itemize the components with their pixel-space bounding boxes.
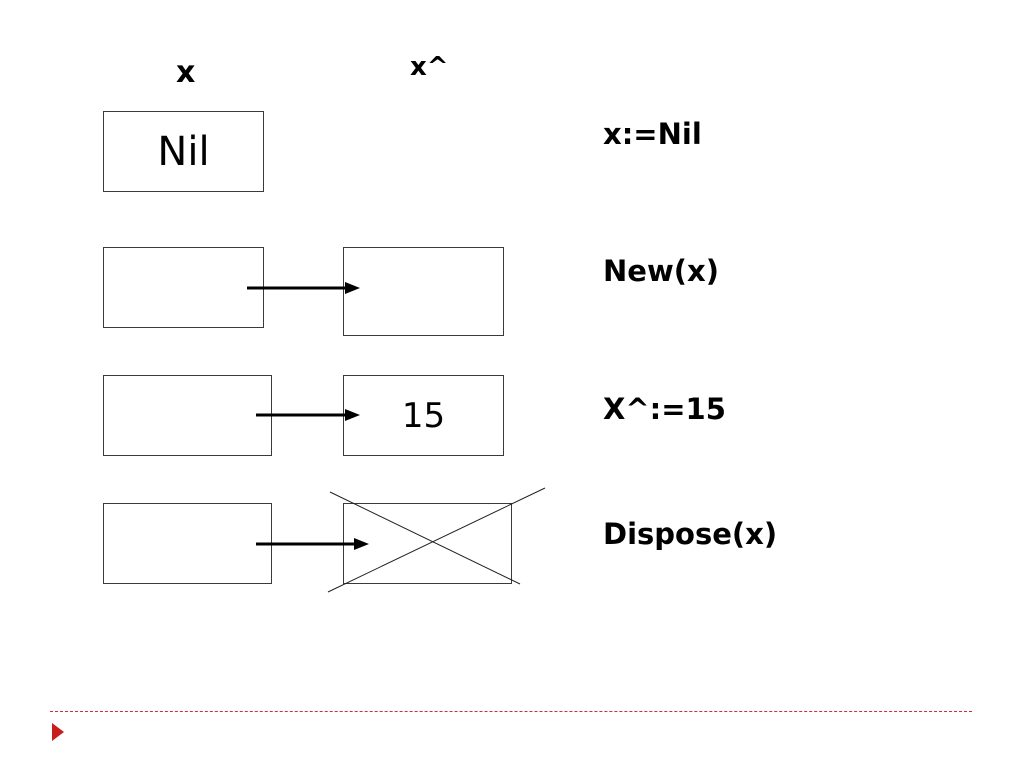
footer-divider bbox=[50, 711, 972, 712]
pointer-column-header: x bbox=[176, 55, 196, 90]
pointer-value-nil: Nil bbox=[157, 128, 210, 175]
target-column-header: x^ bbox=[410, 52, 449, 82]
target-box-disposed bbox=[343, 503, 512, 584]
arrow-dispose bbox=[256, 538, 369, 550]
arrow-assign bbox=[256, 409, 360, 421]
pointer-box-nil: Nil bbox=[103, 111, 264, 192]
statement-dispose: Dispose(x) bbox=[603, 517, 778, 551]
statement-assign-15: X^:=15 bbox=[603, 392, 726, 426]
target-box-new bbox=[343, 247, 504, 336]
target-value-15: 15 bbox=[401, 395, 446, 436]
disposed-cross-out bbox=[327, 487, 546, 593]
triangle-bullet-icon bbox=[52, 723, 64, 741]
statement-assign-nil: x:=Nil bbox=[603, 117, 702, 151]
pointer-box-assign bbox=[103, 375, 272, 456]
target-box-assign: 15 bbox=[343, 375, 504, 456]
statement-new: New(x) bbox=[603, 254, 719, 288]
arrow-new bbox=[247, 282, 360, 294]
pointer-box-new bbox=[103, 247, 264, 328]
